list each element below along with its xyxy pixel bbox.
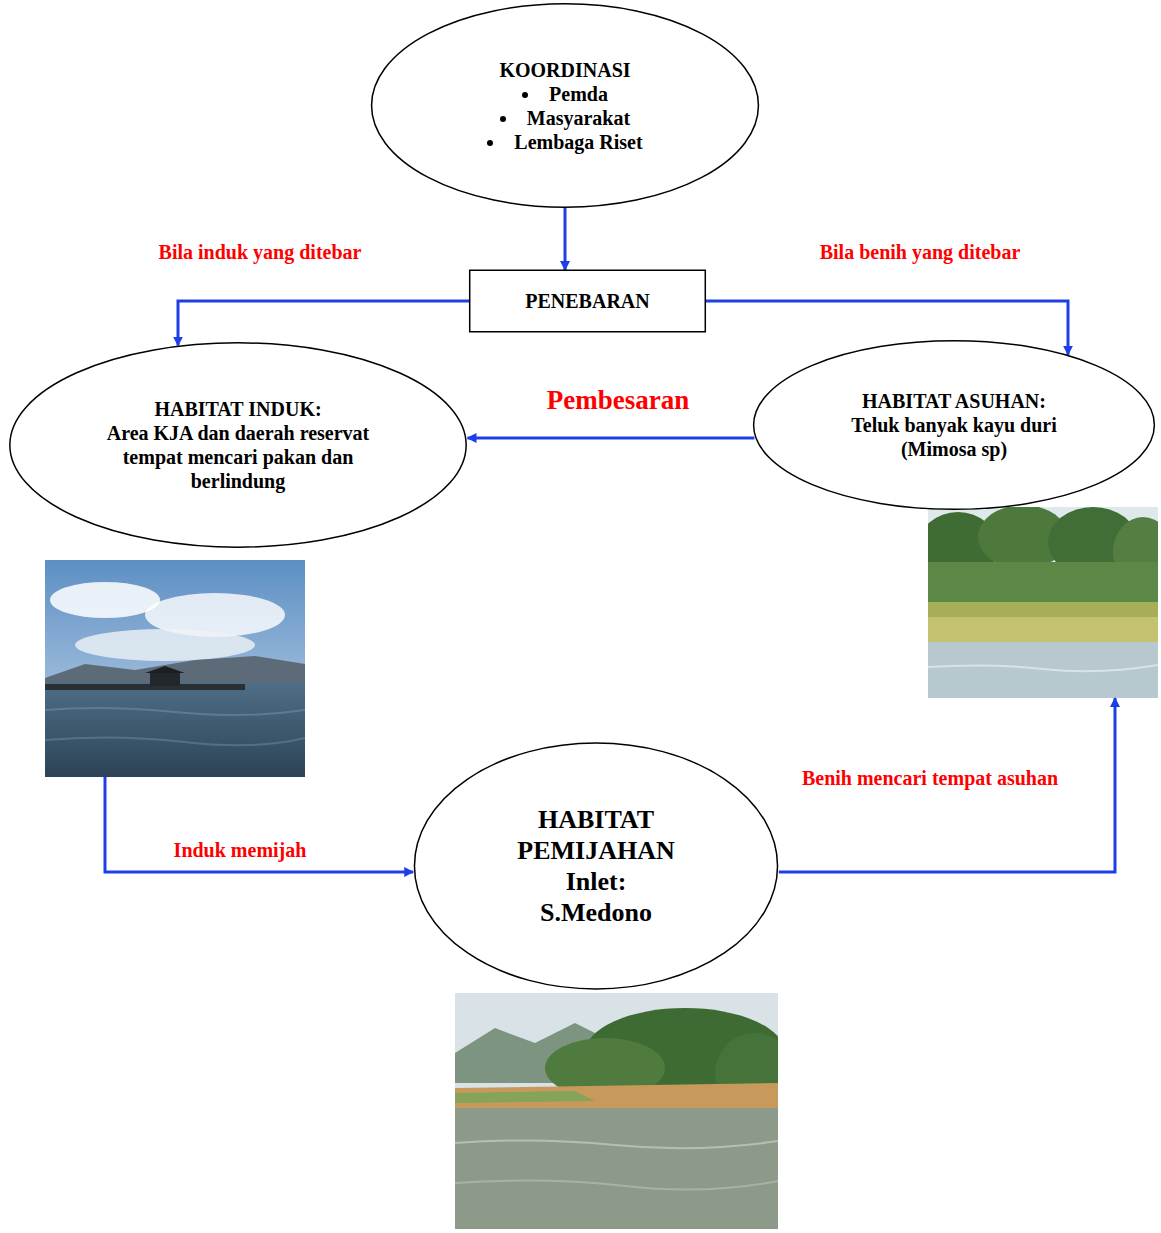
habitat-ellipse: HABITAT PEMIJAHANInlet: S.Medono: [413, 742, 779, 990]
flow-arrow: [105, 777, 413, 872]
bay-photo: [928, 507, 1158, 698]
coordination-ellipse: KOORDINASIPemdaMasyarakatLembaga Riset: [370, 3, 760, 208]
node-heading: KOORDINASI: [487, 58, 642, 82]
node-heading: PENEBARAN: [525, 289, 649, 313]
lake-cage-photo: [45, 560, 305, 777]
flow-arrow: [564, 208, 567, 270]
ellipse-outline: [370, 3, 760, 208]
bullet-item: Pemda: [487, 82, 642, 106]
node-text-group: HABITAT INDUK:Area KJA dan daerah reserv…: [88, 397, 388, 493]
ellipse-outline: [413, 742, 779, 990]
edge-label: Bila benih yang ditebar: [817, 240, 1024, 264]
edge-label: Induk memijah: [171, 838, 310, 862]
node-text-group: HABITAT PEMIJAHANInlet: S.Medono: [476, 804, 716, 929]
flow-arrow: [468, 437, 755, 440]
node-body: Teluk banyak kayu duri (Mimosa sp): [844, 413, 1064, 461]
habitat-ellipse: HABITAT ASUHAN:Teluk banyak kayu duri (M…: [752, 340, 1156, 510]
node-body: Area KJA dan daerah reservat tempat menc…: [88, 421, 388, 493]
node-text-group: KOORDINASIPemdaMasyarakatLembaga Riset: [487, 58, 642, 154]
node-body: Inlet: S.Medono: [516, 866, 676, 928]
node-text-group: PENEBARAN: [525, 289, 649, 313]
node-heading: HABITAT ASUHAN:: [844, 389, 1064, 413]
flow-arrow: [779, 698, 1115, 872]
inlet-photo: [455, 993, 778, 1229]
ellipse-outline: [8, 342, 468, 548]
node-heading: HABITAT PEMIJAHAN: [476, 804, 716, 866]
edge-label: Pembesaran: [544, 384, 692, 416]
edge-label: Benih mencari tempat asuhan: [799, 766, 1061, 790]
habitat-ellipse: HABITAT INDUK:Area KJA dan daerah reserv…: [8, 342, 468, 548]
node-text-group: HABITAT ASUHAN:Teluk banyak kayu duri (M…: [844, 389, 1064, 461]
node-heading: HABITAT INDUK:: [88, 397, 388, 421]
edge-label: Bila induk yang ditebar: [156, 240, 365, 264]
process-box: PENEBARAN: [469, 270, 706, 332]
bullet-list: PemdaMasyarakatLembaga Riset: [487, 82, 642, 154]
bullet-item: Lembaga Riset: [487, 130, 642, 154]
bullet-item: Masyarakat: [487, 106, 642, 130]
flow-arrow: [178, 301, 469, 346]
